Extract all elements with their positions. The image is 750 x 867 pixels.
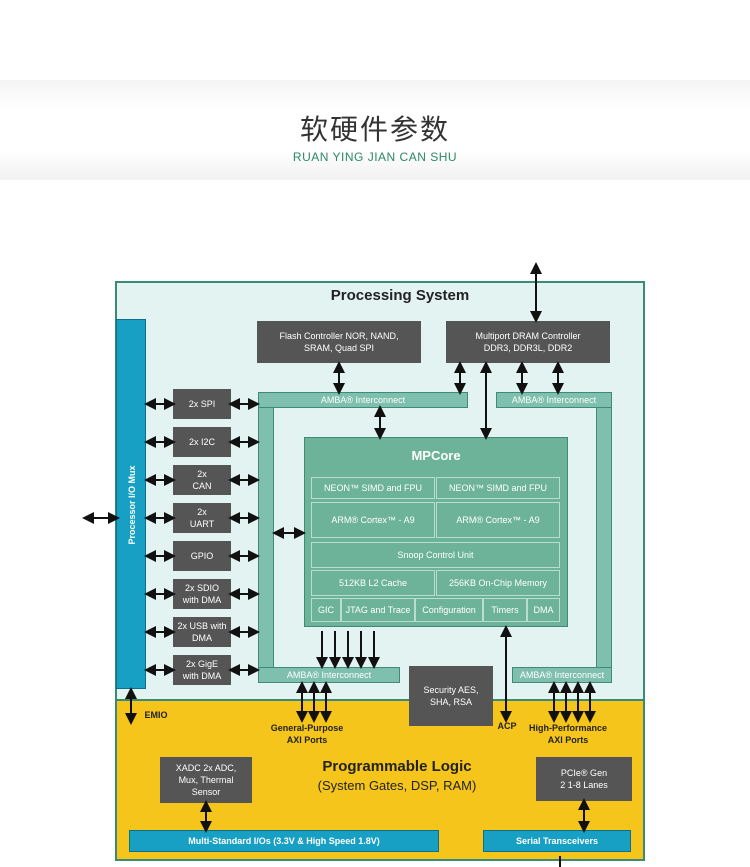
l2-cache: 512KB L2 Cache — [311, 570, 435, 596]
peripheral-sdio: 2x SDIO with DMA — [173, 579, 231, 609]
peripheral-gpio: GPIO — [173, 541, 231, 571]
xadc-block: XADC 2x ADC, Mux, Thermal Sensor — [160, 757, 252, 803]
peripheral-can: 2x CAN — [173, 465, 231, 495]
snoop-control-unit: Snoop Control Unit — [311, 542, 560, 568]
peripheral-uart: 2x UART — [173, 503, 231, 533]
gic-cell: GIC — [311, 598, 341, 622]
configuration-cell: Configuration — [415, 598, 483, 622]
dram-controller: Multiport DRAM Controller DDR3, DDR3L, D… — [446, 321, 610, 363]
processor-io-mux: Processor I/O Mux — [116, 319, 146, 689]
security-block: Security AES, SHA, RSA — [409, 666, 493, 726]
cortex-left: ARM® Cortex™ - A9 — [311, 502, 435, 538]
header-banner — [0, 80, 750, 180]
hp-axi-label: High-Performance AXI Ports — [528, 723, 608, 745]
timers-cell: Timers — [483, 598, 527, 622]
peripheral-spi: 2x SPI — [173, 389, 231, 419]
mpcore-title: MPCore — [411, 448, 461, 463]
peripheral-usb: 2x USB with DMA — [173, 617, 231, 647]
acp-label: ACP — [497, 721, 517, 731]
jtag-cell: JTAG and Trace — [341, 598, 415, 622]
serial-transceivers: Serial Transceivers — [483, 830, 631, 852]
multi-standard-io: Multi-Standard I/Os (3.3V & High Speed 1… — [129, 830, 439, 852]
processing-system-title: Processing System — [330, 287, 470, 304]
peripheral-i2c: 2x I2C — [173, 427, 231, 457]
neon-right: NEON™ SIMD and FPU — [436, 477, 560, 499]
pl-subtitle: (System Gates, DSP, RAM) — [317, 778, 477, 793]
pl-title: Programmable Logic — [322, 758, 472, 775]
pcie-block: PCIe® Gen 2 1-8 Lanes — [536, 757, 632, 801]
page-title: 软硬件参数 — [299, 113, 450, 146]
peripheral-gige: 2x GigE with DMA — [173, 655, 231, 685]
cortex-right: ARM® Cortex™ - A9 — [436, 502, 560, 538]
emio-label: EMIO — [144, 710, 168, 720]
on-chip-memory: 256KB On-Chip Memory — [436, 570, 560, 596]
gp-axi-label: General-Purpose AXI Ports — [270, 723, 344, 745]
neon-left: NEON™ SIMD and FPU — [311, 477, 435, 499]
dma-cell: DMA — [527, 598, 560, 622]
page-subtitle: RUAN YING JIAN CAN SHU — [292, 150, 458, 164]
flash-controller: Flash Controller NOR, NAND, SRAM, Quad S… — [257, 321, 421, 363]
